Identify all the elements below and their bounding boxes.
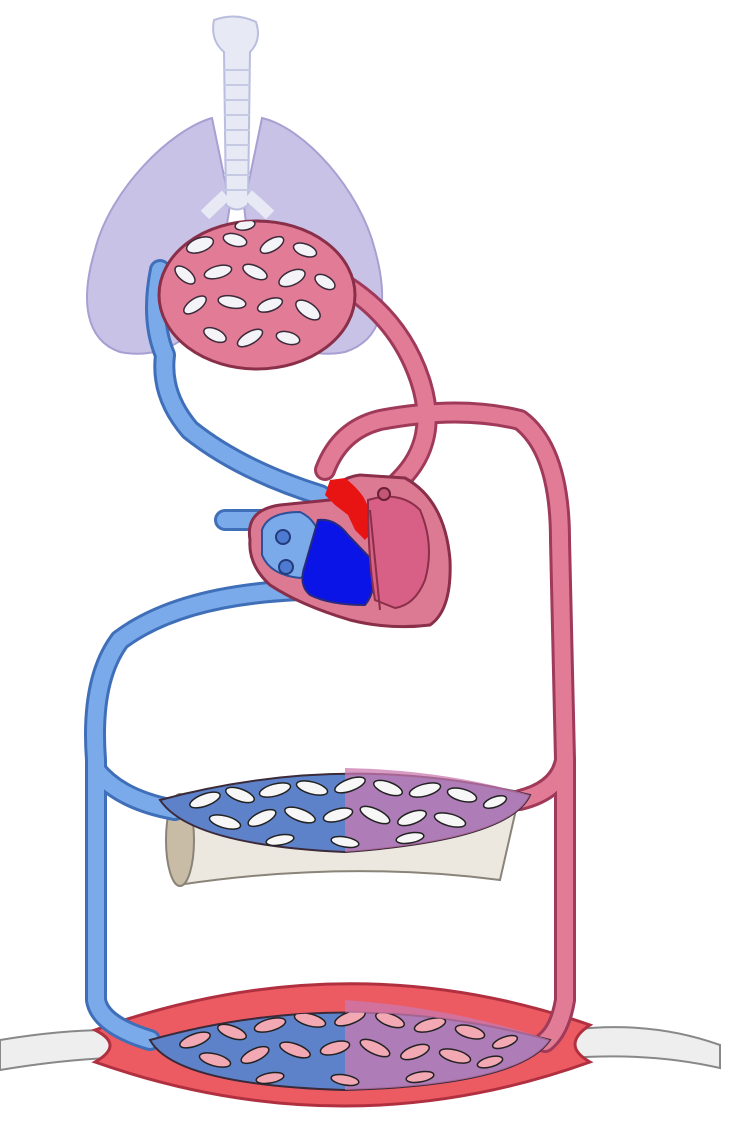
pulmonary-capillaries [159, 218, 355, 369]
heart-icon [249, 475, 450, 627]
oxygenated-vessels [325, 285, 565, 1042]
deoxygenated-vessels [95, 270, 340, 1040]
